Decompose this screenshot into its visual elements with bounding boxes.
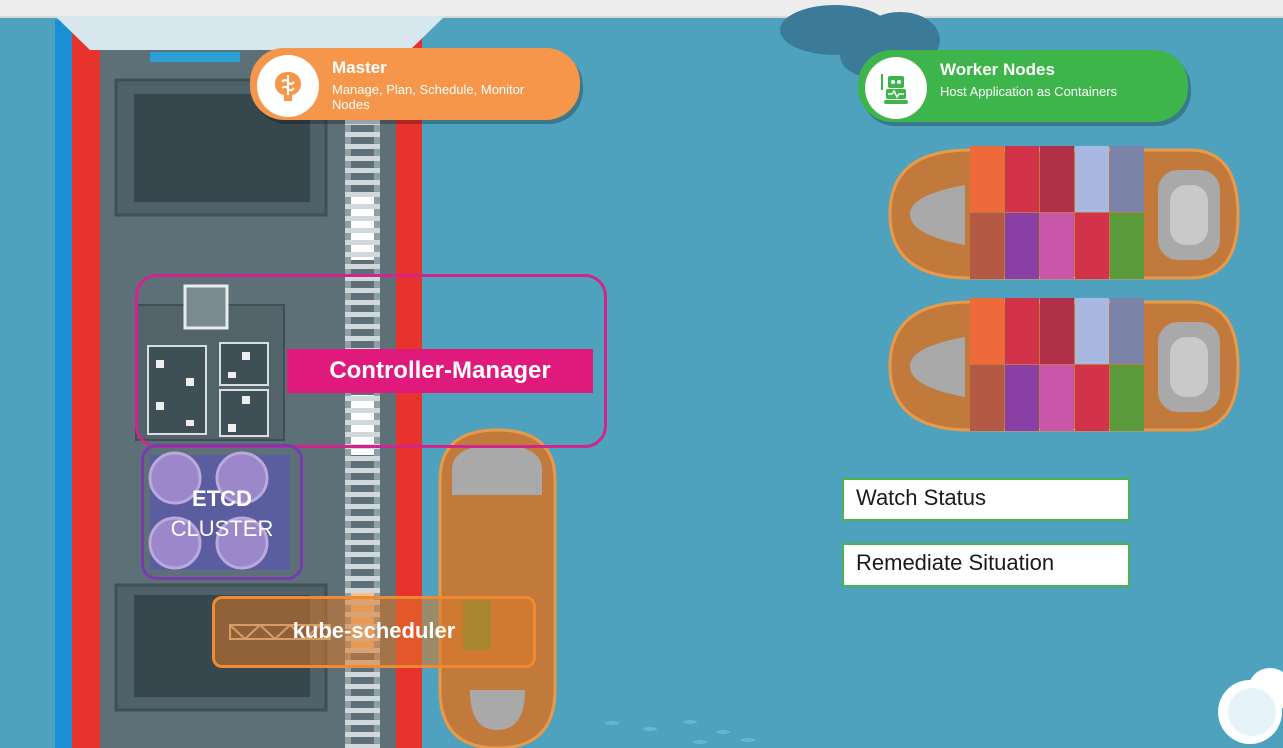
cloud-light <box>1218 668 1283 744</box>
worker-subtitle: Host Application as Containers <box>940 84 1118 99</box>
brain-icon <box>257 55 319 117</box>
boat-vertical <box>438 428 557 748</box>
dock-red-stripe-left <box>72 20 100 748</box>
kube-scheduler-outline <box>212 596 536 668</box>
controller-manager-label: Controller-Manager <box>287 349 593 393</box>
worker-ship-1 <box>888 146 1240 280</box>
robot-icon <box>865 57 927 119</box>
worker-pill: Worker Nodes Host Application as Contain… <box>858 50 1188 122</box>
master-pill: Master Manage, Plan, Schedule, Monitor N… <box>250 48 580 120</box>
controller-manager-outline <box>135 274 607 448</box>
master-title: Master <box>332 58 387 77</box>
watch-status-box: Watch Status <box>842 478 1130 521</box>
kube-scheduler-label: kube-scheduler <box>292 618 456 643</box>
master-subtitle: Manage, Plan, Schedule, Monitor Nodes <box>332 82 525 112</box>
worker-ship-2 <box>888 298 1240 432</box>
dock-blue-stripe <box>55 20 73 748</box>
etcd-cluster-label: CLUSTER <box>170 516 274 541</box>
etcd-label: ETCD <box>192 486 252 511</box>
worker-title: Worker Nodes <box>940 60 1055 79</box>
remediate-situation-box: Remediate Situation <box>842 543 1130 587</box>
etcd-cluster-outline <box>141 444 303 580</box>
top-bar <box>0 0 1283 18</box>
dock-roof <box>55 16 445 50</box>
